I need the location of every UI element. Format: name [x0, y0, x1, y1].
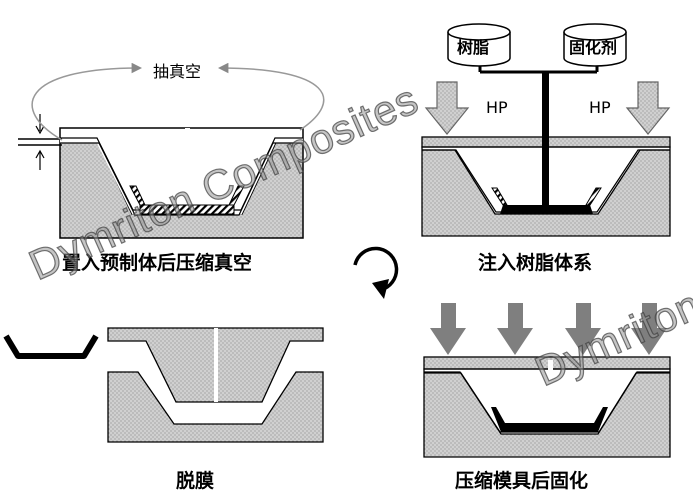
step1-mold — [59, 127, 304, 239]
step2-caption: 注入树脂体系 — [478, 252, 593, 274]
pressure-label-right: HP — [589, 98, 611, 117]
step4-cure — [423, 303, 671, 458]
step3-demold — [3, 327, 324, 443]
resin-label: 树脂 — [457, 38, 490, 57]
step3-caption: 脱膜 — [176, 470, 215, 492]
step1-caption: 置入预制体后压缩真空 — [62, 252, 253, 274]
vacuum-line — [18, 62, 325, 170]
resin-tank — [447, 23, 511, 67]
cycle-arrow-icon — [353, 246, 399, 299]
pressure-label-left: HP — [486, 98, 508, 117]
step2-mold — [421, 60, 671, 237]
step4-caption: 压缩模具后固化 — [455, 470, 589, 492]
hardener-tank — [563, 23, 627, 67]
hardener-label: 固化剂 — [569, 38, 618, 57]
vacuum-label: 抽真空 — [153, 62, 202, 81]
